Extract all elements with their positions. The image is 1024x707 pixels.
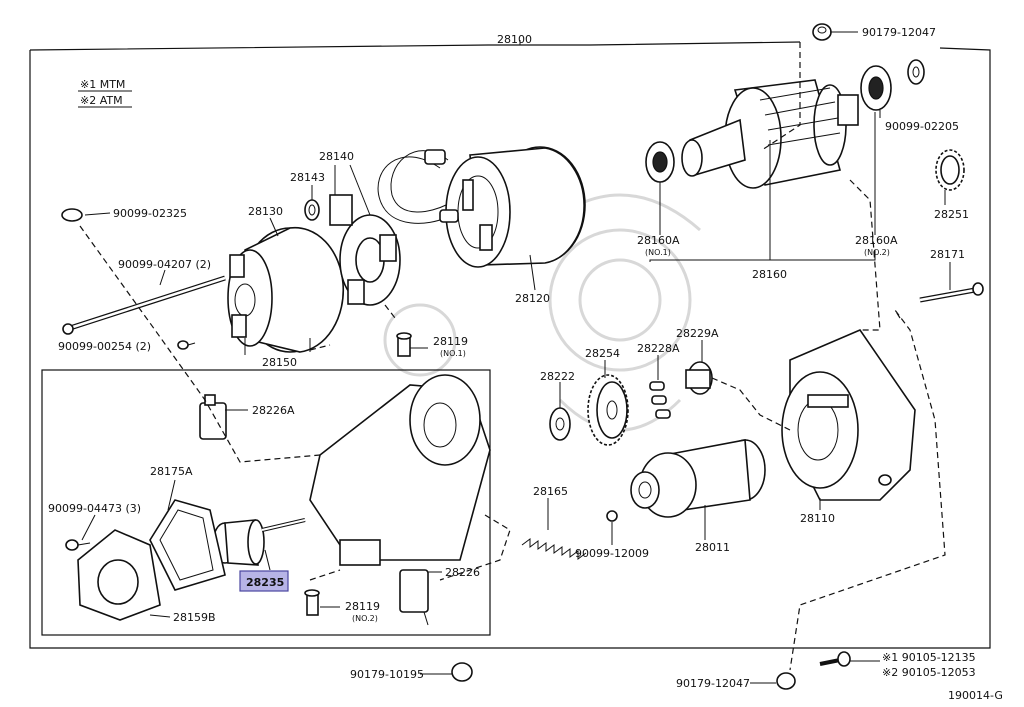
highlight-28235 bbox=[239, 570, 289, 592]
note-mtm: ※1 MTM bbox=[80, 78, 125, 91]
part-washer-28222[interactable] bbox=[549, 407, 571, 441]
part-through-bolt[interactable] bbox=[62, 275, 226, 335]
label-28119-no2-sub: (NO.2) bbox=[352, 614, 378, 623]
label-28160A-no1: 28160A bbox=[637, 234, 680, 247]
part-gasket-28175A[interactable] bbox=[149, 499, 226, 591]
label-28222: 28222 bbox=[540, 370, 575, 383]
label-90099-00254: 90099-00254 (2) bbox=[58, 340, 151, 353]
part-brush-holder-28140[interactable] bbox=[329, 194, 401, 306]
label-28159B: 28159B bbox=[173, 611, 216, 624]
label-90099-02205: 90099-02205 bbox=[885, 120, 959, 133]
part-washer-02205[interactable] bbox=[907, 59, 925, 85]
label-28119-no1-sub: (NO.1) bbox=[440, 349, 466, 358]
label-28229A: 28229A bbox=[676, 327, 719, 340]
part-brush-spring-28143[interactable] bbox=[304, 199, 320, 221]
part-cover-28159B[interactable] bbox=[77, 529, 161, 621]
part-nut-12047-bottom[interactable] bbox=[776, 672, 796, 690]
part-end-frame-28130[interactable] bbox=[227, 226, 345, 353]
label-28171: 28171 bbox=[930, 248, 965, 261]
part-bolt-28171[interactable] bbox=[919, 282, 984, 303]
label-90105-12053: ※2 90105-12053 bbox=[882, 666, 976, 679]
label-28160A-no2-sub: (NO.2) bbox=[864, 248, 890, 257]
part-rollers-28228A[interactable] bbox=[649, 381, 671, 419]
part-housing-28110[interactable] bbox=[781, 329, 916, 501]
label-90099-04473: 90099-04473 (3) bbox=[48, 502, 141, 515]
note-atm: ※2 ATM bbox=[80, 94, 123, 107]
part-field-frame-28120[interactable] bbox=[377, 146, 586, 268]
label-90099-04207: 90099-04207 (2) bbox=[118, 258, 211, 271]
label-28175A: 28175A bbox=[150, 465, 193, 478]
part-screw-04473[interactable] bbox=[65, 539, 91, 551]
part-gear-28251[interactable] bbox=[935, 149, 965, 191]
label-28143: 28143 bbox=[290, 171, 325, 184]
part-spring-28165[interactable] bbox=[521, 538, 587, 560]
part-bearing-28160A-no2[interactable] bbox=[860, 65, 892, 111]
part-idler-gear-28254[interactable] bbox=[587, 374, 629, 446]
part-labels: 28100 90179-12047 90099-02205 28251 2817… bbox=[48, 26, 1003, 702]
label-28165: 28165 bbox=[533, 485, 568, 498]
label-28254: 28254 bbox=[585, 347, 620, 360]
label-28226: 28226 bbox=[445, 566, 480, 579]
part-terminal-28119-no1[interactable] bbox=[396, 332, 412, 357]
label-28160: 28160 bbox=[752, 268, 787, 281]
label-90099-12009: 90099-12009 bbox=[575, 547, 649, 560]
part-starter-clutch-28011[interactable] bbox=[630, 439, 766, 518]
label-28119-no2: 28119 bbox=[345, 600, 380, 613]
label-90105-12135: ※1 90105-12135 bbox=[882, 651, 976, 664]
label-90179-12047-bottom: 90179-12047 bbox=[676, 677, 750, 690]
leader-lines bbox=[81, 31, 951, 684]
assembly-frame bbox=[29, 41, 991, 649]
part-nut-10195[interactable] bbox=[451, 662, 473, 682]
label-28140: 28140 bbox=[319, 150, 354, 163]
part-screw-00254[interactable] bbox=[177, 340, 196, 350]
part-bearing-28160A-no1[interactable] bbox=[645, 141, 675, 183]
part-solenoid-housing[interactable] bbox=[309, 374, 491, 566]
part-plunger-28235[interactable] bbox=[212, 518, 306, 566]
label-28160A-no2: 28160A bbox=[855, 234, 898, 247]
label-28130: 28130 bbox=[248, 205, 283, 218]
label-28228A: 28228A bbox=[637, 342, 680, 355]
legend-notes: ※1 MTM ※2 ATM bbox=[78, 78, 132, 108]
part-retainer-28229A[interactable] bbox=[685, 361, 713, 395]
part-bolt-90105[interactable] bbox=[819, 651, 851, 667]
part-o-ring[interactable] bbox=[61, 208, 83, 222]
label-28235: 28235 bbox=[246, 576, 284, 589]
label-28120: 28120 bbox=[515, 292, 550, 305]
label-28160A-no1-sub: (NO.1) bbox=[645, 248, 671, 257]
assembly-dashed-lines bbox=[79, 42, 946, 671]
part-terminal-28119-no2[interactable] bbox=[304, 589, 320, 616]
label-diagram-code: 190014-G bbox=[948, 689, 1003, 702]
part-terminal-28226[interactable] bbox=[399, 569, 429, 626]
label-28226A: 28226A bbox=[252, 404, 295, 417]
label-90179-12047-top: 90179-12047 bbox=[862, 26, 936, 39]
label-28119-no1: 28119 bbox=[433, 335, 468, 348]
part-armature-28160[interactable] bbox=[681, 79, 859, 189]
label-28100: 28100 bbox=[497, 33, 532, 46]
label-28150: 28150 bbox=[262, 356, 297, 369]
label-90099-02325: 90099-02325 bbox=[113, 207, 187, 220]
label-90179-10195: 90179-10195 bbox=[350, 668, 424, 681]
label-28251: 28251 bbox=[934, 208, 969, 221]
label-28110: 28110 bbox=[800, 512, 835, 525]
solenoid-subassembly-frame bbox=[41, 369, 491, 636]
part-terminal-28226A[interactable] bbox=[199, 394, 227, 440]
part-nut-12047-top[interactable] bbox=[812, 23, 832, 41]
label-28011: 28011 bbox=[695, 541, 730, 554]
part-ball-12009[interactable] bbox=[606, 510, 618, 522]
